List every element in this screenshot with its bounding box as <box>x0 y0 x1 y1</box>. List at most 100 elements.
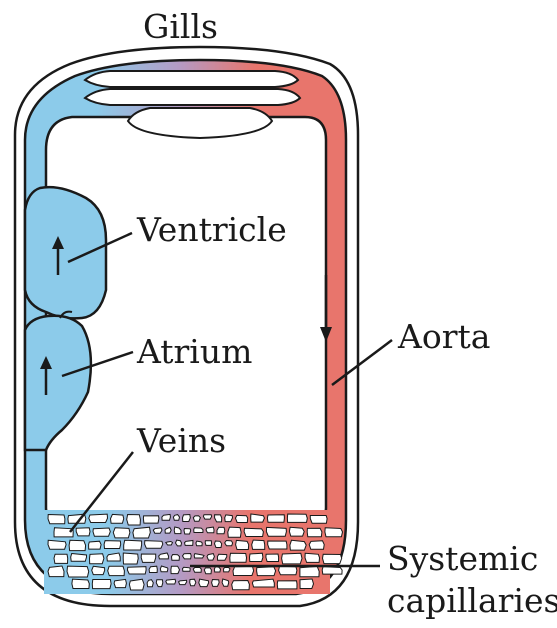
capillary-cell <box>48 566 64 577</box>
capillary-cell <box>76 528 90 536</box>
capillary-cell <box>266 554 279 562</box>
capillary-cell <box>193 516 200 522</box>
capillary-cell <box>183 515 191 522</box>
capillary-cell <box>145 541 163 549</box>
capillary-cell <box>250 553 263 561</box>
capillary-cell <box>322 567 342 575</box>
capillary-cell <box>54 528 73 537</box>
capillary-cell <box>196 541 202 546</box>
capillary-cell <box>48 540 66 549</box>
capillary-cell <box>90 554 104 564</box>
capillary-cell <box>141 554 156 562</box>
capillary-cell <box>236 515 248 522</box>
capillary-cell <box>290 540 306 550</box>
capillary-cell <box>244 528 263 536</box>
capillary-cell <box>147 580 153 587</box>
systemic-label: Systemic <box>387 539 538 578</box>
capillary-cell <box>215 541 222 548</box>
capillary-cell <box>143 516 159 523</box>
capillary-cell <box>215 515 222 522</box>
capillary-cell <box>251 514 265 522</box>
capillary-cell <box>325 528 343 537</box>
capillary-cell <box>289 527 304 536</box>
capillary-cell <box>267 515 284 523</box>
capillary-cell <box>166 542 173 546</box>
capillary-cell <box>212 580 220 587</box>
capillary-cell <box>89 541 102 549</box>
gills-label: Gills <box>143 7 218 46</box>
capillary-cell <box>133 527 150 538</box>
capillary-cell <box>54 554 68 563</box>
capillary-cell <box>252 540 265 549</box>
capillary-cell <box>203 515 211 519</box>
capillary-cell <box>252 579 274 587</box>
capillary-cell <box>217 527 225 534</box>
aorta-label: Aorta <box>397 317 490 356</box>
atrium-label: Atrium <box>136 332 252 371</box>
capillary-cell <box>93 528 110 536</box>
capillary-cell <box>162 514 171 520</box>
capillary-cell <box>307 528 322 537</box>
capillary-cell <box>300 566 319 576</box>
capillary-cell <box>194 528 203 533</box>
capillary-cell <box>149 566 157 572</box>
capillary-cell <box>193 567 201 572</box>
capillary-cell <box>214 567 220 572</box>
ventricle-chamber <box>25 187 106 318</box>
capillary-cell <box>176 540 182 546</box>
capillary-cell <box>300 579 314 589</box>
capillaries-label: capillaries <box>387 581 557 620</box>
capillary-cell <box>222 579 229 586</box>
capillary-cell <box>217 554 226 560</box>
capillary-cell <box>190 579 196 586</box>
capillary-cell <box>114 579 126 587</box>
capillary-cell <box>72 579 89 588</box>
capillary-cell <box>172 555 180 561</box>
capillary-cell <box>92 580 111 589</box>
capillary-cell <box>107 553 120 561</box>
capillary-cell <box>92 566 105 574</box>
ventricle-label: Ventricle <box>136 210 287 249</box>
capillary-cell <box>69 540 86 550</box>
capillary-cell <box>225 541 233 546</box>
capillary-cell <box>205 541 211 546</box>
capillary-cell <box>206 527 214 533</box>
capillary-cell <box>179 580 187 584</box>
capillary-cell <box>233 566 254 575</box>
capillary-cell <box>111 514 124 523</box>
capillary-cell <box>166 579 176 584</box>
capillary-cell <box>204 568 211 574</box>
capillary-cell <box>183 554 192 559</box>
capillary-cell <box>268 541 287 549</box>
capillary-cell <box>224 567 231 572</box>
capillary-cell <box>232 581 250 590</box>
capillary-cell <box>127 515 141 526</box>
capillary-cell <box>67 566 89 577</box>
capillary-cell <box>279 566 297 575</box>
capillary-cell <box>282 553 302 564</box>
capillary-cell <box>207 554 214 561</box>
capillary-cell <box>113 528 130 538</box>
capillary-cell <box>108 566 125 575</box>
capillary-cell <box>266 527 286 536</box>
capillary-cell <box>230 553 247 562</box>
capillary-cell <box>124 540 142 550</box>
capillary-cell <box>257 567 276 576</box>
systemic-capillary-bed <box>44 510 343 594</box>
capillary-cell <box>129 579 144 590</box>
capillary-cell <box>185 541 193 546</box>
capillary-cell <box>183 567 191 571</box>
capillary-cell <box>71 554 87 562</box>
capillary-cell <box>236 540 249 549</box>
capillary-cell <box>323 554 342 563</box>
capillary-cell <box>153 528 162 533</box>
capillary-cell <box>310 516 327 524</box>
capillary-cell <box>89 514 108 522</box>
capillary-cell <box>225 515 233 522</box>
capillary-cell <box>48 515 65 524</box>
interior-gap <box>46 117 326 527</box>
capillary-cell <box>309 541 324 549</box>
capillary-cell <box>171 566 180 573</box>
